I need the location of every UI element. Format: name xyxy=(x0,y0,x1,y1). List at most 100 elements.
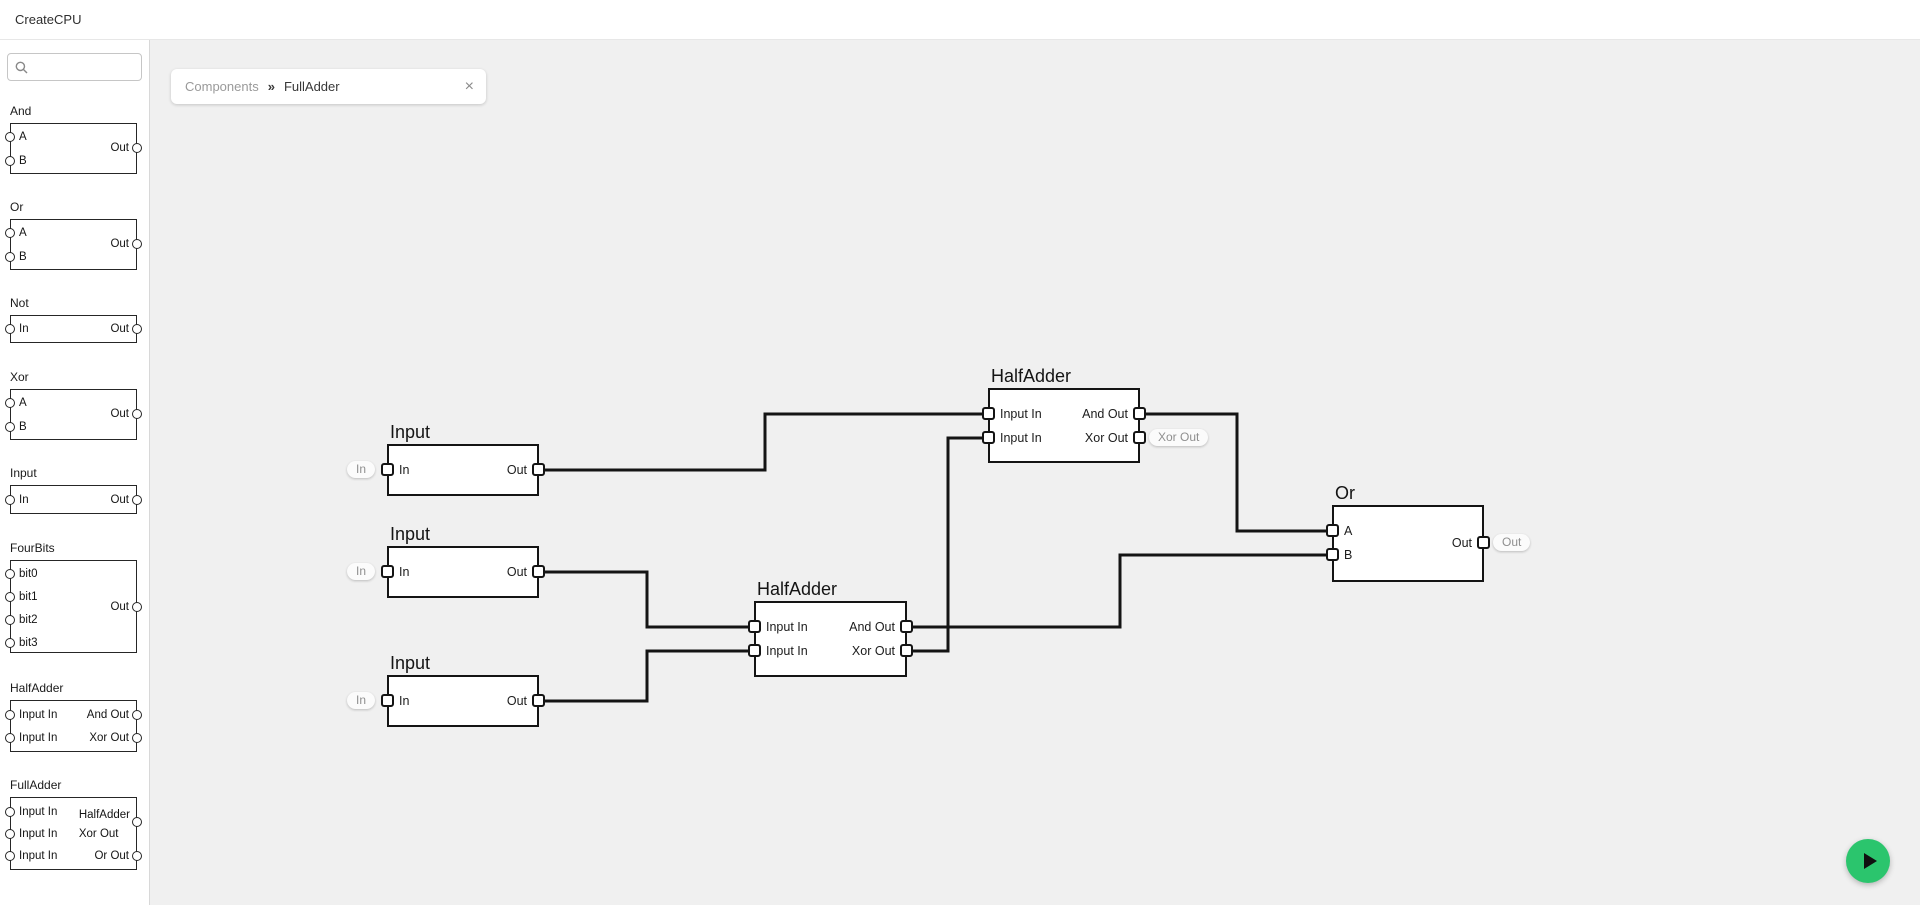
input-port[interactable] xyxy=(381,565,394,578)
port-label: A xyxy=(19,397,27,409)
input-port[interactable] xyxy=(5,829,15,839)
input-port[interactable] xyxy=(748,620,761,633)
port-label: Out xyxy=(506,565,527,579)
port-label: Out xyxy=(506,694,527,708)
output-port[interactable] xyxy=(132,602,142,612)
input-port[interactable] xyxy=(748,644,761,657)
input-port[interactable] xyxy=(5,569,15,579)
input-port[interactable] xyxy=(5,592,15,602)
output-port[interactable] xyxy=(532,694,545,707)
wire[interactable] xyxy=(539,412,988,472)
port-label: Input In xyxy=(1000,431,1042,445)
external-port-pill: Xor Out xyxy=(1149,429,1209,446)
output-port[interactable] xyxy=(132,409,142,419)
input-port[interactable] xyxy=(1326,548,1339,561)
breadcrumb-components[interactable]: Components xyxy=(185,79,259,94)
output-port[interactable] xyxy=(532,565,545,578)
wire[interactable] xyxy=(539,649,754,703)
input-port[interactable] xyxy=(5,156,15,166)
component-name: FullAdder xyxy=(10,778,62,792)
input-port[interactable] xyxy=(5,851,15,861)
component-preview[interactable]: In Out xyxy=(5,315,142,343)
input-port[interactable] xyxy=(5,495,15,505)
port-label: Input In xyxy=(766,620,808,634)
run-button[interactable] xyxy=(1846,839,1890,883)
node-title: Input xyxy=(390,653,431,673)
search-input[interactable] xyxy=(33,60,134,74)
output-port[interactable] xyxy=(900,620,913,633)
input-port[interactable] xyxy=(381,694,394,707)
port-label: Out xyxy=(110,323,129,335)
port-label: bit0 xyxy=(19,568,38,580)
input-port[interactable] xyxy=(5,252,15,262)
output-port[interactable] xyxy=(132,710,142,720)
wire[interactable] xyxy=(1140,412,1332,533)
input-port[interactable] xyxy=(5,132,15,142)
output-port[interactable] xyxy=(132,324,142,334)
input-port[interactable] xyxy=(982,407,995,420)
input-port[interactable] xyxy=(5,422,15,432)
port-label: In xyxy=(399,565,410,579)
input-port[interactable] xyxy=(5,733,15,743)
component-name: FourBits xyxy=(10,541,55,555)
output-port[interactable] xyxy=(132,239,142,249)
wire[interactable] xyxy=(907,553,1332,629)
port-label: Input In xyxy=(766,644,808,658)
input-port[interactable] xyxy=(5,324,15,334)
output-port[interactable] xyxy=(1133,407,1146,420)
output-port[interactable] xyxy=(132,495,142,505)
input-port[interactable] xyxy=(5,638,15,648)
output-port[interactable] xyxy=(1133,431,1146,444)
tab-fulladder[interactable]: Components » FullAdder × xyxy=(171,69,486,104)
input-port[interactable] xyxy=(5,710,15,720)
wire[interactable] xyxy=(907,436,988,653)
output-port[interactable] xyxy=(900,644,913,657)
external-port-pill: In xyxy=(346,461,375,478)
port-label: bit1 xyxy=(19,591,38,603)
port-label: Input In xyxy=(19,806,58,818)
input-port[interactable] xyxy=(5,398,15,408)
input-port[interactable] xyxy=(1326,524,1339,537)
port-label: Out xyxy=(506,463,527,477)
input-port[interactable] xyxy=(5,807,15,817)
external-port-pill: In xyxy=(346,563,375,580)
port-label: In xyxy=(19,494,29,506)
output-port[interactable] xyxy=(132,851,142,861)
input-port[interactable] xyxy=(381,463,394,476)
output-port[interactable] xyxy=(132,733,142,743)
output-port[interactable] xyxy=(1477,536,1490,549)
output-port[interactable] xyxy=(532,463,545,476)
search-box[interactable] xyxy=(7,53,142,81)
wire[interactable] xyxy=(539,570,754,629)
port-label: In xyxy=(19,323,29,335)
port-label: B xyxy=(19,421,27,433)
output-port[interactable] xyxy=(132,817,142,827)
input-port[interactable] xyxy=(982,431,995,444)
input-port[interactable] xyxy=(5,615,15,625)
output-port[interactable] xyxy=(132,143,142,153)
close-icon[interactable]: × xyxy=(464,77,474,95)
input-port[interactable] xyxy=(5,228,15,238)
